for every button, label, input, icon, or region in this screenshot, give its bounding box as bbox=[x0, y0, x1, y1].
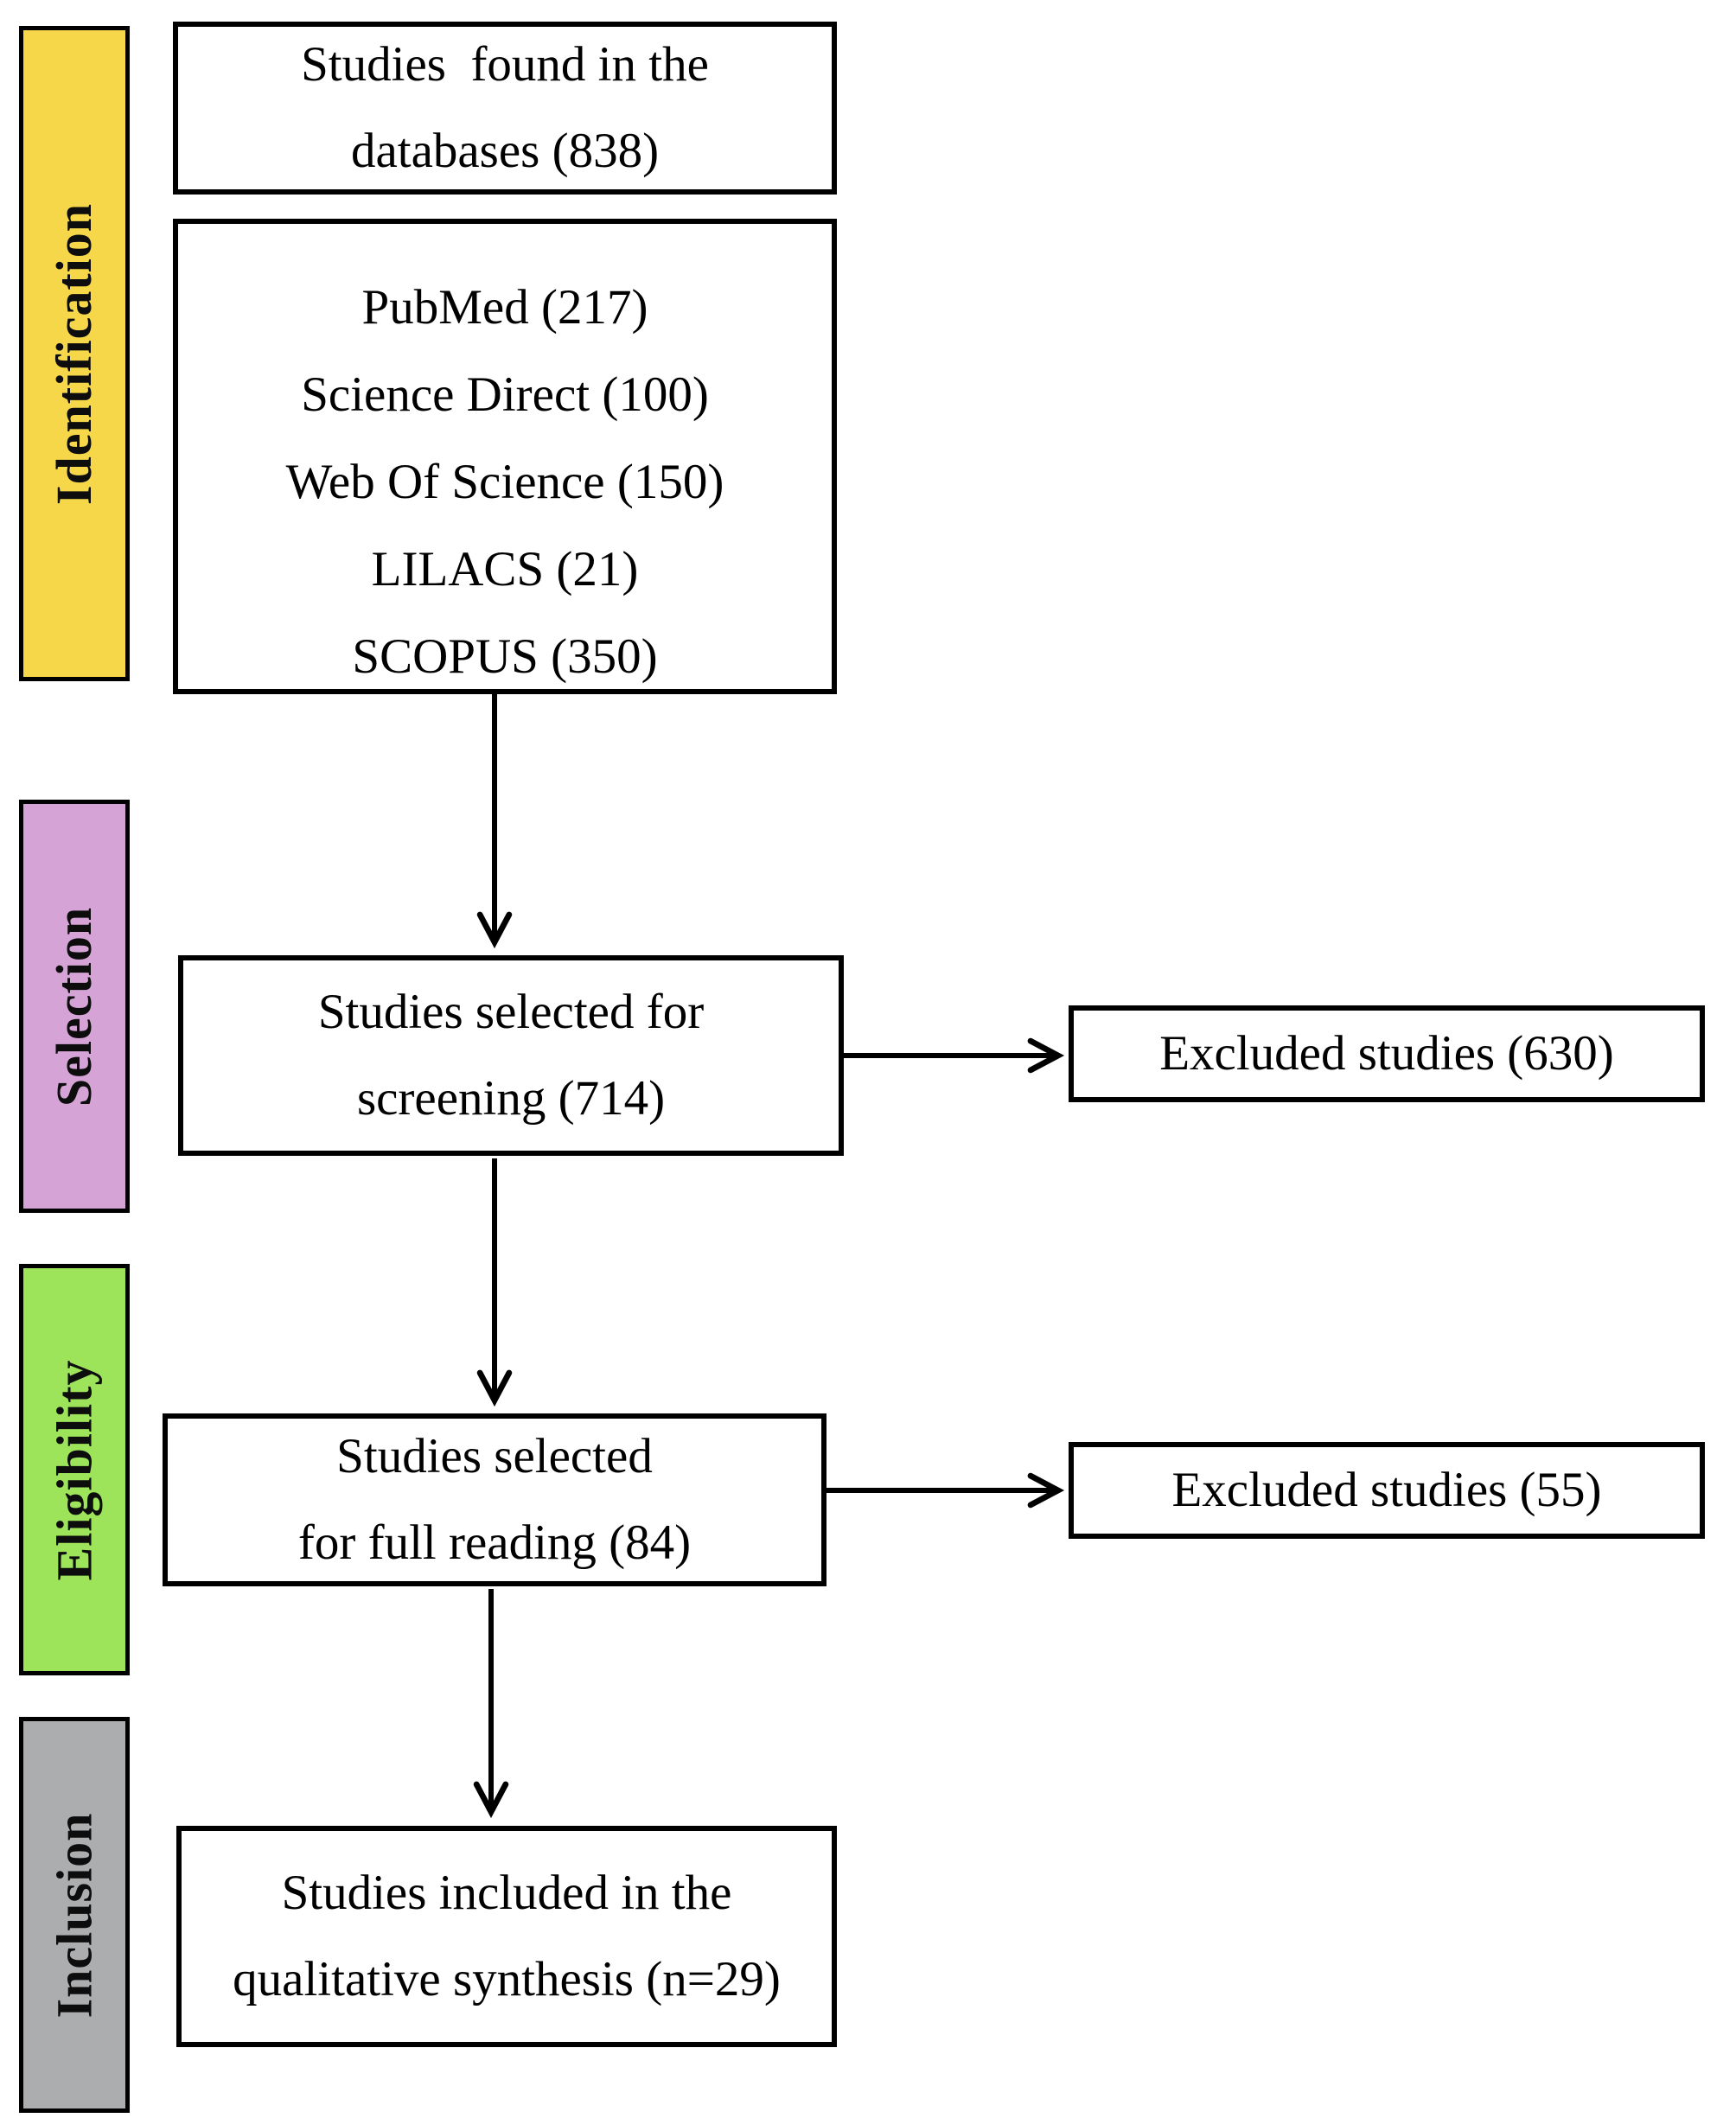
box-excluded-studies-55: Excluded studies (55) bbox=[1069, 1442, 1705, 1539]
box-selected-for-screening-line2: screening (714) bbox=[356, 1071, 666, 1126]
stage-label-identification: Identification bbox=[19, 26, 130, 681]
box-selected-for-screening: Studies selected for screening (714) bbox=[178, 955, 844, 1156]
stage-label-inclusion-text: Inclusion bbox=[46, 1812, 103, 2018]
database-item-scopus: SCOPUS (350) bbox=[352, 629, 658, 684]
box-selected-for-screening-line1: Studies selected for bbox=[317, 985, 705, 1039]
box-studies-found: Studies found in the databases (838) bbox=[173, 22, 837, 195]
stage-label-eligibility-text: Eligibility bbox=[46, 1359, 103, 1580]
database-item-science-direct: Science Direct (100) bbox=[301, 367, 709, 422]
box-included-qualitative-synthesis: Studies included in the qualitative synt… bbox=[176, 1826, 837, 2047]
database-item-lilacs: LILACS (21) bbox=[371, 542, 639, 596]
stage-label-inclusion: Inclusion bbox=[19, 1717, 130, 2113]
box-selected-for-full-reading: Studies selected for full reading (84) bbox=[163, 1413, 827, 1586]
stage-label-selection: Selection bbox=[19, 800, 130, 1213]
database-item-web-of-science: Web Of Science (150) bbox=[285, 455, 724, 509]
box-excluded-studies-55-text: Excluded studies (55) bbox=[1171, 1463, 1602, 1517]
box-included-line2: qualitative synthesis (n=29) bbox=[233, 1952, 781, 2006]
stage-label-eligibility: Eligibility bbox=[19, 1264, 130, 1675]
box-selected-for-full-reading-line1: Studies selected bbox=[336, 1429, 653, 1483]
database-item-pubmed: PubMed (217) bbox=[361, 280, 648, 335]
stage-label-identification-text: Identification bbox=[46, 202, 103, 505]
stage-label-selection-text: Selection bbox=[46, 906, 103, 1107]
box-studies-found-line1: Studies found in the bbox=[301, 37, 709, 92]
box-database-counts: PubMed (217) Science Direct (100) Web Of… bbox=[173, 219, 837, 694]
box-excluded-studies-630-text: Excluded studies (630) bbox=[1159, 1026, 1614, 1081]
box-excluded-studies-630: Excluded studies (630) bbox=[1069, 1005, 1705, 1102]
box-studies-found-line2: databases (838) bbox=[350, 124, 660, 178]
box-selected-for-full-reading-line2: for full reading (84) bbox=[297, 1515, 692, 1570]
box-included-line1: Studies included in the bbox=[281, 1866, 732, 1920]
